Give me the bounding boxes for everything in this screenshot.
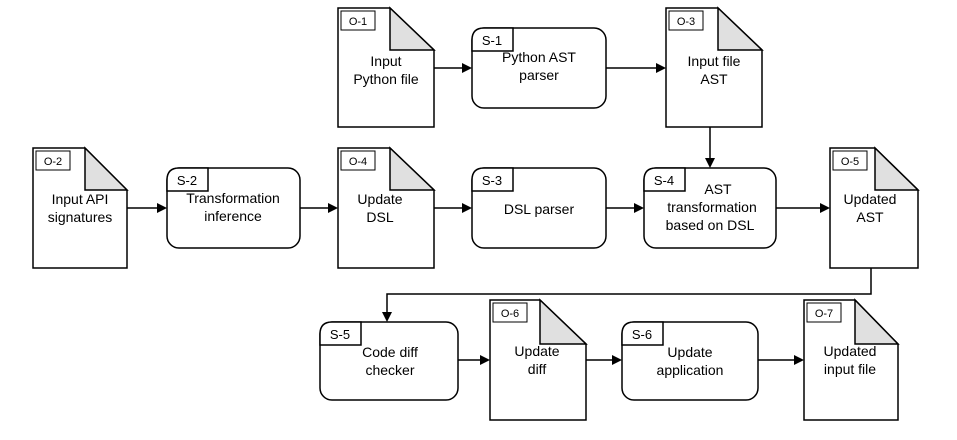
document-o4-label-2: DSL <box>366 209 393 225</box>
step-s3: S-3 DSL parser <box>471 167 607 249</box>
step-s6-label-1: Update <box>667 344 712 360</box>
edge-o6-s6 <box>586 355 622 365</box>
step-s4-id: S-4 <box>654 173 674 188</box>
document-o1-id: O-1 <box>349 16 367 28</box>
document-o2-label-2: signatures <box>48 209 113 225</box>
document-o6-id: O-6 <box>501 308 519 320</box>
edge-o1-s1 <box>434 63 472 73</box>
edge-o2-s2 <box>127 203 167 213</box>
document-o5-label-2: AST <box>856 209 884 225</box>
document-o7-label-1: Updated <box>824 343 877 359</box>
edge-s4-o5 <box>776 203 830 213</box>
step-s6-id: S-6 <box>632 327 652 342</box>
step-s5: S-5 Code diff checker <box>319 321 459 401</box>
step-s6: S-6 Update application <box>621 321 759 401</box>
document-o5-label-1: Updated <box>844 191 897 207</box>
step-s1-id: S-1 <box>482 33 502 48</box>
edge-s1-o3 <box>606 63 666 73</box>
document-o5-id: O-5 <box>841 156 859 168</box>
document-o4: O-4 Update DSL <box>337 146 436 269</box>
document-o3-id: O-3 <box>677 16 695 28</box>
step-s2: S-2 Transformation inference <box>166 167 301 249</box>
step-s1-label-1: Python AST <box>502 49 576 65</box>
document-o4-id: O-4 <box>349 156 367 168</box>
edge-s2-o4 <box>300 203 338 213</box>
document-o6-label-2: diff <box>528 361 547 377</box>
step-s3-id: S-3 <box>482 173 502 188</box>
connectors <box>127 63 872 365</box>
step-s4-label-2: transformation <box>667 199 756 215</box>
document-o2-label-1: Input API <box>52 191 109 207</box>
document-o6: O-6 Update diff <box>489 298 588 421</box>
document-o2: O-2 Input API signatures <box>32 146 129 269</box>
document-o4-label-1: Update <box>357 191 402 207</box>
step-s1: S-1 Python AST parser <box>471 27 607 109</box>
document-o1: O-1 Input Python file <box>337 6 436 128</box>
step-s4-label-3: based on DSL <box>666 217 755 233</box>
step-s2-id: S-2 <box>177 173 197 188</box>
document-o3-label-2: AST <box>700 71 728 87</box>
step-s5-label-2: checker <box>365 362 414 378</box>
edge-s3-s4 <box>606 203 644 213</box>
document-o7: O-7 Updated input file <box>803 298 900 421</box>
document-o1-label-2: Python file <box>353 71 419 87</box>
edge-s5-o6 <box>458 355 490 365</box>
document-o3: O-3 Input file AST <box>665 6 764 128</box>
document-o7-id: O-7 <box>815 308 833 320</box>
document-o7-label-2: input file <box>824 361 876 377</box>
step-s1-label-2: parser <box>519 67 559 83</box>
step-s2-label-2: inference <box>204 208 262 224</box>
step-s5-id: S-5 <box>330 327 350 342</box>
step-s5-label-1: Code diff <box>362 344 418 360</box>
edge-o3-s4 <box>705 127 715 168</box>
edge-o5-s5 <box>382 268 872 322</box>
step-s6-label-2: application <box>657 362 724 378</box>
step-s4-label-1: AST <box>704 181 732 197</box>
step-s2-label-1: Transformation <box>186 190 280 206</box>
step-s3-label-1: DSL parser <box>504 201 575 217</box>
step-s4: S-4 AST transformation based on DSL <box>643 167 777 249</box>
document-o2-id: O-2 <box>44 156 62 168</box>
document-o6-label-1: Update <box>514 343 559 359</box>
document-o3-label-1: Input file <box>688 53 741 69</box>
document-o1-label-1: Input <box>370 53 401 69</box>
edge-s6-o7 <box>758 355 804 365</box>
document-o5: O-5 Updated AST <box>829 146 920 269</box>
edge-o4-s3 <box>434 203 472 213</box>
